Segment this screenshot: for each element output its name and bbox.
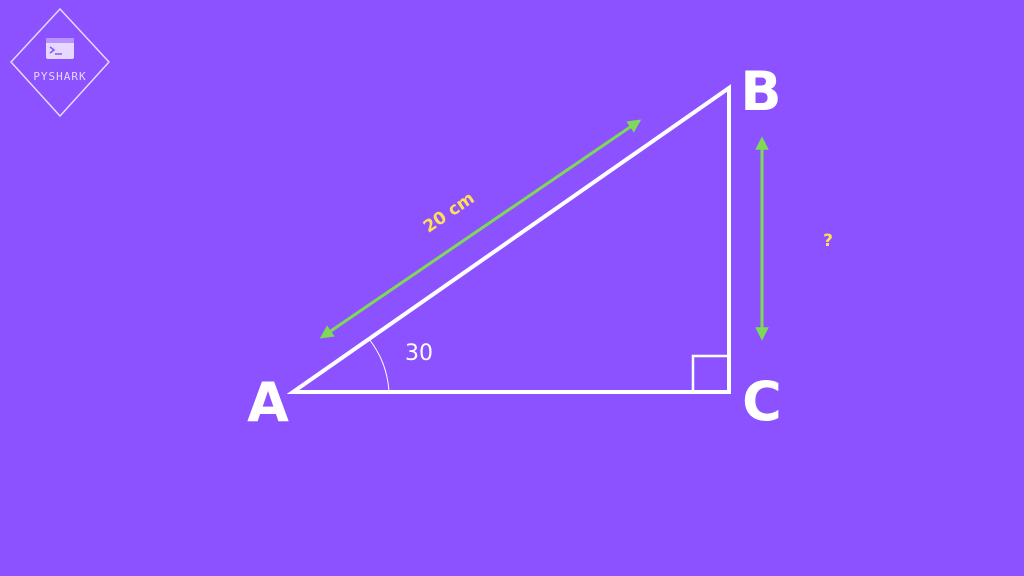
- angle-a-label: 30: [405, 341, 433, 366]
- right-angle-marker: [691, 354, 729, 392]
- hypotenuse-arrow: [319, 119, 642, 339]
- vertex-a-label: A: [247, 371, 289, 434]
- angle-arc-a: [368, 338, 390, 393]
- vertex-b-label: B: [740, 60, 781, 123]
- pyshark-logo: PYSHARK: [9, 7, 111, 118]
- hypotenuse-length-label: 20 cm: [420, 188, 479, 237]
- terminal-icon: [46, 38, 74, 59]
- side-bc-unknown-label: ?: [823, 231, 833, 251]
- logo-diamond: [9, 7, 111, 118]
- triangle-abc: [286, 84, 731, 394]
- logo-text: PYSHARK: [33, 70, 86, 83]
- vertex-c-label: C: [742, 370, 782, 433]
